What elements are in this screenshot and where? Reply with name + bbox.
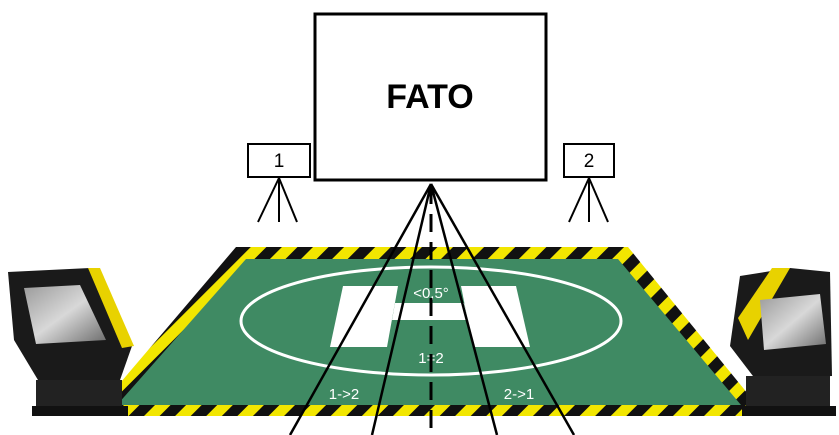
fato-board: FATO [313, 12, 548, 182]
sign-2: 2 [563, 143, 615, 223]
tripod-icon [568, 177, 609, 223]
beam-line-outer-left [288, 183, 433, 435]
right-light-unit-icon [730, 268, 836, 416]
left-light-unit-icon [8, 268, 134, 416]
sign-1-label: 1 [274, 151, 285, 172]
sign-1: 1 [247, 143, 311, 223]
helipad: <0,5° 1=2 1->2 2->1 [92, 247, 766, 416]
beam-lines [288, 183, 576, 435]
beam-line-outer-right [429, 183, 576, 435]
sign-2-label: 2 [584, 151, 595, 172]
fato-label: FATO [386, 78, 474, 116]
pad-surface [117, 259, 741, 405]
beam-line-inner-right [429, 183, 499, 435]
pad-circle [239, 265, 623, 377]
right-direction-label: 2->1 [504, 386, 534, 403]
beam-line-inner-left [370, 183, 433, 435]
tripod-icon [257, 177, 298, 223]
left-direction-label: 1->2 [329, 386, 359, 403]
angle-label: <0,5° [413, 285, 449, 302]
